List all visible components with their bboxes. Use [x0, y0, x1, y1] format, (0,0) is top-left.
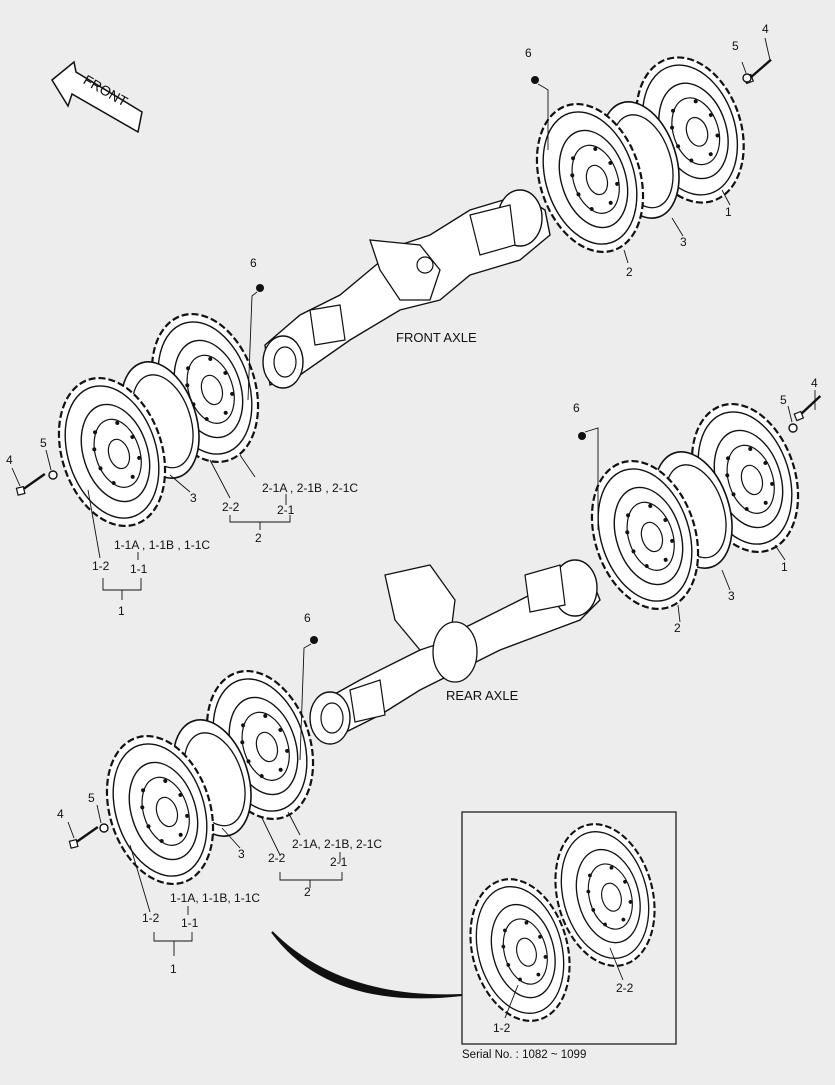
callout-fl-tire2-variants: 2-1A , 2-1B , 2-1C: [262, 481, 358, 495]
rear-left-leader-lines: [67, 643, 343, 956]
front-right-wheel-assembly: [517, 42, 778, 267]
callout-rl-tire2-variants: 2-1A, 2-1B, 2-1C: [292, 837, 382, 851]
front-axle-housing: [262, 189, 551, 389]
callout-fr-washer: 5: [732, 39, 739, 53]
front-axle-label: FRONT AXLE: [396, 330, 477, 345]
serial-number-note: Serial No. : 1082 ~ 1099: [462, 1049, 586, 1061]
rear-right-bolt: [790, 394, 827, 422]
callout-fl-spacer: 3: [190, 491, 197, 505]
callout-fl-tire1-group: 1: [118, 604, 125, 618]
front-right-washer: [742, 73, 752, 83]
callout-rl-tire2-group: 2: [304, 885, 311, 899]
callout-rl-tire1-group: 1: [170, 962, 177, 976]
front-right-leader-lines: [537, 37, 771, 264]
rear-left-nut: [310, 636, 318, 644]
callout-rl-tire1-variants: 1-1A, 1-1B, 1-1C: [170, 891, 260, 905]
front-left-wheel-assembly: [13, 284, 278, 541]
callout-fl-tire1-rim: 1-2: [92, 559, 110, 573]
callout-fr-inner-tire: 2: [626, 265, 633, 279]
callout-rl-bolt: 4: [57, 807, 64, 821]
callout-fr-nut: 6: [525, 46, 532, 60]
callout-fl-nut: 6: [250, 256, 257, 270]
callout-rl-spacer: 3: [238, 847, 245, 861]
callout-rl-tire2-rim: 2-2: [268, 851, 286, 865]
rear-axle-housing: [309, 559, 601, 745]
rear-left-wheel-assembly: [66, 636, 333, 899]
callout-fr-outer-tire: 1: [725, 205, 732, 219]
callout-rl-washer: 5: [88, 791, 95, 805]
callout-rr-washer: 5: [780, 393, 787, 407]
rear-right-wheel-assembly: [572, 389, 827, 624]
front-direction-arrow: FRONT: [51, 60, 143, 134]
callout-fl-tire1-tire: 1-1: [130, 562, 148, 576]
inset-pointer-arrow: [271, 931, 463, 999]
callout-rr-outer-tire: 1: [781, 560, 788, 574]
callout-fl-bolt: 4: [6, 453, 13, 467]
rear-axle-label: REAR AXLE: [446, 688, 519, 703]
callout-fr-bolt: 4: [762, 22, 769, 36]
callout-rl-tire2-tire: 2-1: [330, 855, 348, 869]
callout-fl-tire2-tire: 2-1: [277, 503, 295, 517]
front-right-nut: [531, 76, 539, 84]
front-left-leader-lines: [11, 291, 291, 600]
rear-left-bolt: [66, 825, 103, 850]
callout-fl-tire1-variants: 1-1A , 1-1B , 1-1C: [114, 538, 210, 552]
callout-inset-outer-rim: 1-2: [493, 1021, 511, 1035]
callout-fl-washer: 5: [40, 436, 47, 450]
serial-variant-inset: 2-2 1-2: [454, 811, 677, 1045]
callout-inset-inner-rim: 2-2: [616, 981, 634, 995]
rear-left-washer: [99, 823, 109, 833]
callout-rr-bolt: 4: [811, 376, 818, 390]
callout-rl-nut: 6: [304, 611, 311, 625]
front-left-nut: [256, 284, 264, 292]
rear-right-leader-lines: [584, 390, 816, 623]
callout-fl-tire2-rim: 2-2: [222, 500, 240, 514]
callout-rr-spacer: 3: [728, 589, 735, 603]
callout-fl-tire2-group: 2: [255, 531, 262, 545]
front-left-washer: [48, 470, 58, 480]
rear-right-nut: [578, 432, 586, 440]
callout-rl-tire1-rim: 1-2: [142, 911, 160, 925]
callout-fr-spacer: 3: [680, 235, 687, 249]
rear-right-washer: [788, 423, 798, 433]
callout-rl-tire1-tire: 1-1: [181, 916, 199, 930]
callout-rr-nut: 6: [573, 401, 580, 415]
callout-rr-inner-tire: 2: [674, 621, 681, 635]
